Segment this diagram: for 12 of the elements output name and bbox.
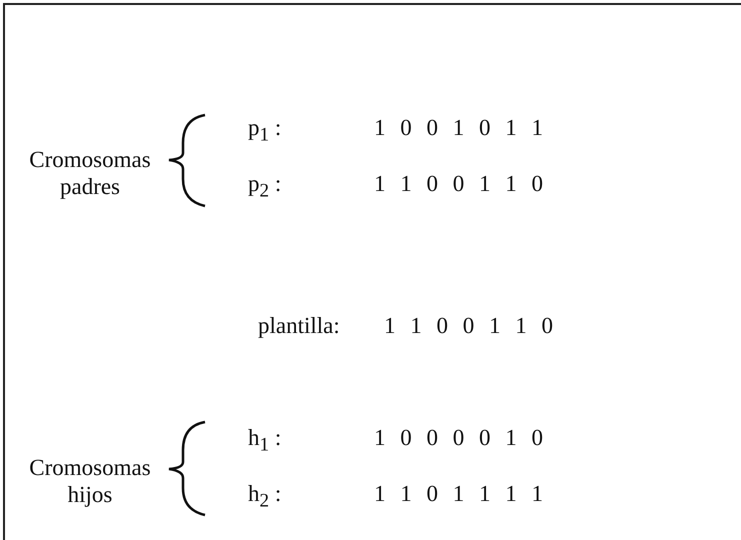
bit-string: 1 1 0 0 1 1 0 [374, 170, 543, 197]
bit-string: 1 0 0 0 0 1 0 [374, 424, 543, 451]
bit-string: 1 0 0 1 0 1 1 [374, 114, 543, 141]
child-chromosome-label: h$_{1}$ : [248, 424, 282, 458]
bit-string: 1 1 0 1 1 1 1 [374, 480, 543, 507]
group-label: Cromosomas padres [28, 146, 152, 200]
bit-string: 1 1 0 0 1 1 0 [384, 312, 553, 339]
group-label: Cromosomas hijos [28, 454, 152, 508]
template-label: plantilla: [258, 312, 340, 339]
child-chromosome-label: h$_{2}$ : [248, 480, 282, 514]
parent-chromosome-label: p$_{1}$ : [248, 114, 282, 148]
parent-chromosome-label: p$_{2}$ : [248, 170, 282, 204]
